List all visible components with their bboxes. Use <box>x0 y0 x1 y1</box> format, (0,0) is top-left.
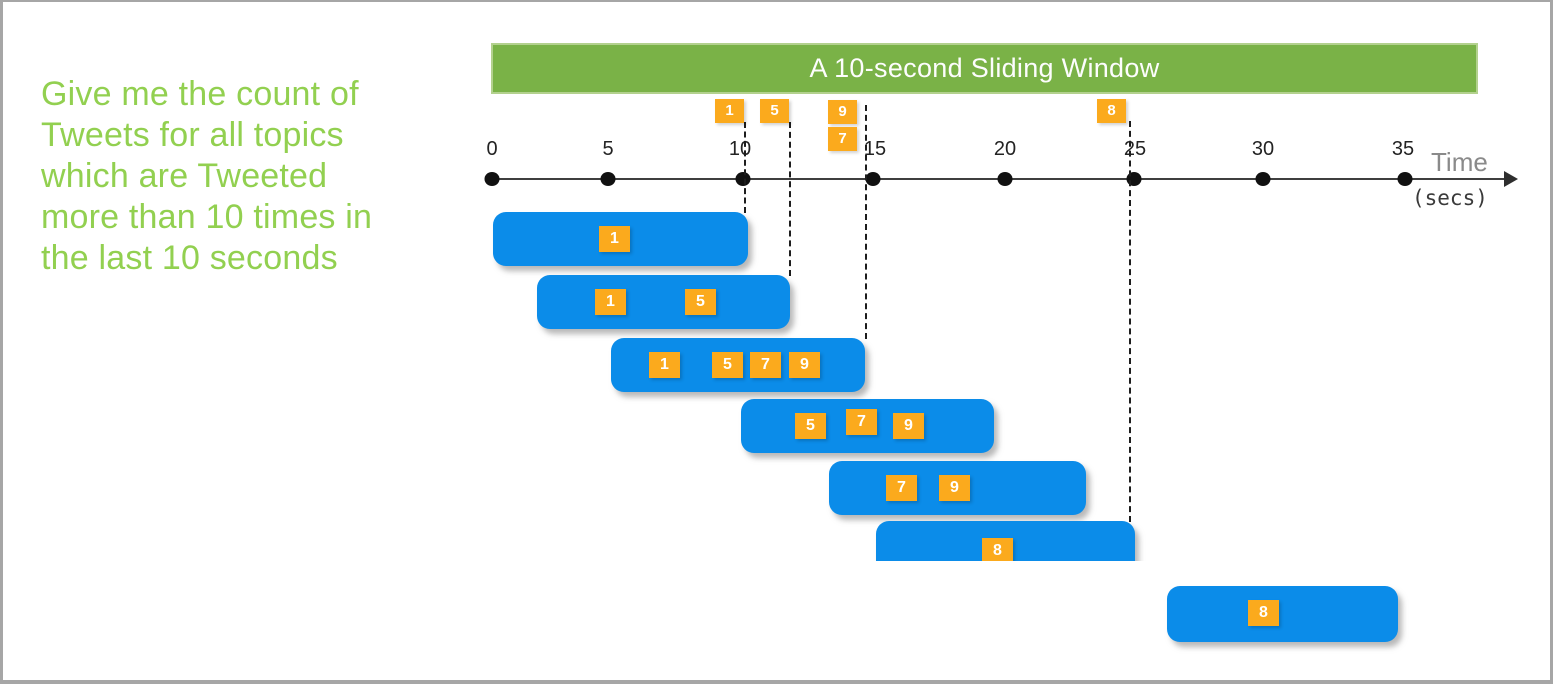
event-chip-5: 5 <box>760 99 789 123</box>
event-chip-1: 1 <box>715 99 744 123</box>
tick-label-10: 10 <box>728 138 752 160</box>
window-bar-3: 1 5 7 9 <box>611 338 865 392</box>
dropline-event-5 <box>789 122 791 276</box>
axis-unit: (secs) <box>1412 186 1488 210</box>
window-bar-6: 8 <box>876 521 1135 561</box>
window-4-event-5: 5 <box>795 413 826 439</box>
dropline-event-9 <box>865 105 867 339</box>
axis-dot-20 <box>997 172 1013 186</box>
banner-label: A 10-second Sliding Window <box>809 53 1160 83</box>
tick-label-15: 15 <box>863 138 887 160</box>
query-line-5: the last 10 seconds <box>41 239 338 277</box>
event-chip-9: 9 <box>828 100 857 124</box>
dropline-event-8 <box>1129 121 1131 522</box>
tick-label-25: 25 <box>1123 138 1147 160</box>
window-5-event-7: 7 <box>886 475 917 501</box>
window-5-event-9: 9 <box>939 475 970 501</box>
time-axis-arrowhead-icon <box>1504 171 1518 187</box>
axis-title: Time <box>1431 147 1488 177</box>
window-3-event-1: 1 <box>649 352 680 378</box>
query-line-1: Give me the count of <box>41 75 359 113</box>
tick-label-0: 0 <box>486 138 498 160</box>
axis-dot-10 <box>735 172 751 186</box>
window-bar-1: 1 <box>493 212 748 266</box>
tick-label-20: 20 <box>993 138 1017 160</box>
sliding-window-banner: A 10-second Sliding Window <box>491 43 1478 94</box>
window-3-event-5: 5 <box>712 352 743 378</box>
window-3-event-9: 9 <box>789 352 820 378</box>
window-bar-6-clip: 8 <box>866 521 1147 561</box>
window-1-event-1: 1 <box>599 226 630 252</box>
window-3-event-7: 7 <box>750 352 781 378</box>
window-4-event-9: 9 <box>893 413 924 439</box>
axis-dot-35 <box>1397 172 1413 186</box>
event-chip-8: 8 <box>1097 99 1126 123</box>
window-bar-5: 7 9 <box>829 461 1086 515</box>
window-6-event-8: 8 <box>982 538 1013 561</box>
tick-label-5: 5 <box>602 138 614 160</box>
window-4-event-7: 7 <box>846 409 877 435</box>
axis-dot-0 <box>484 172 500 186</box>
query-text: Give me the count of Tweets for all topi… <box>41 74 372 279</box>
window-2-event-5: 5 <box>685 289 716 315</box>
window-2-event-1: 1 <box>595 289 626 315</box>
query-line-3: which are Tweeted <box>41 157 328 195</box>
axis-dot-15 <box>865 172 881 186</box>
dropline-event-1 <box>744 122 746 213</box>
tick-label-35: 35 <box>1391 138 1415 160</box>
query-line-4: more than 10 times in <box>41 198 373 236</box>
axis-dot-30 <box>1255 172 1271 186</box>
event-chip-7: 7 <box>828 127 857 151</box>
tick-label-30: 30 <box>1251 138 1275 160</box>
axis-dot-5 <box>600 172 616 186</box>
window-bar-2: 1 5 <box>537 275 790 329</box>
window-bar-4: 5 7 9 <box>741 399 994 453</box>
query-line-2: Tweets for all topics <box>41 116 344 154</box>
window-bar-7: 8 <box>1167 586 1398 642</box>
window-7-event-8: 8 <box>1248 600 1279 626</box>
